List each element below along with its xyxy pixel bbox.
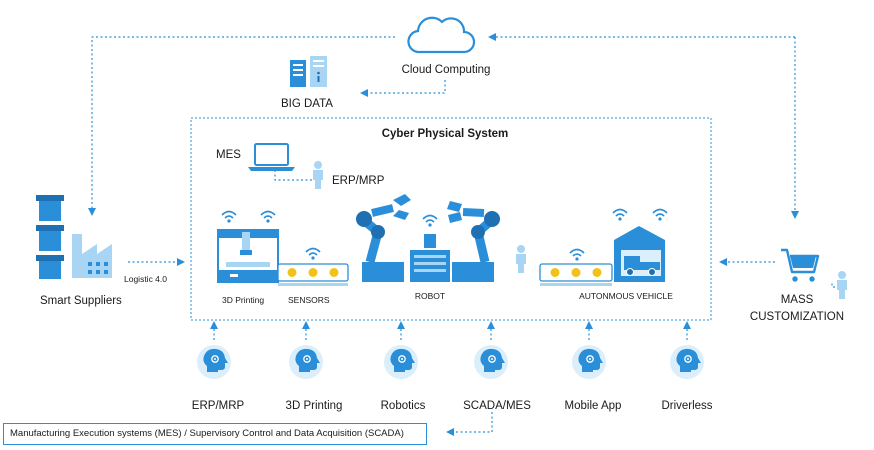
- logistic-label: Logistic 4.0: [124, 274, 167, 284]
- vehicle-label: AUTONMOUS VEHICLE: [579, 291, 673, 301]
- cps-boundary: [190, 117, 712, 321]
- tech-label-mobile: Mobile App: [565, 400, 622, 412]
- server-icon: [290, 56, 327, 87]
- garage-vehicle-icon: [614, 226, 665, 282]
- printer-3d-icon: [217, 229, 279, 283]
- cloud-label: Cloud Computing: [402, 64, 491, 76]
- printing-station-label: 3D Printing: [222, 295, 264, 305]
- big-data-label: BIG DATA: [281, 98, 333, 110]
- connectors: [88, 33, 835, 436]
- wifi-icon: [260, 210, 276, 224]
- wifi-icon: [305, 247, 321, 261]
- tech-label-erp: ERP/MRP: [192, 400, 245, 412]
- vehicle-conveyor: [539, 263, 613, 286]
- wifi-icon: [221, 210, 237, 224]
- shopping-cart-icon: [781, 248, 820, 282]
- sensor-conveyor: [277, 263, 349, 286]
- erp-person-icon: [313, 161, 323, 189]
- customization-label-line2: CUSTOMIZATION: [750, 311, 844, 323]
- cps-title: Cyber Physical System: [382, 128, 509, 140]
- tech-brain-icon: [571, 344, 607, 380]
- tech-brain-icon: [383, 344, 419, 380]
- erp-label: ERP/MRP: [332, 175, 385, 187]
- tech-brain-icon: [196, 344, 232, 380]
- wifi-icon: [652, 208, 668, 222]
- tech-label-robotics: Robotics: [381, 400, 426, 412]
- suppliers-label: Smart Suppliers: [40, 295, 122, 307]
- mes-label: MES: [216, 149, 241, 161]
- tech-brain-icon: [288, 344, 324, 380]
- tech-brain-icon: [669, 344, 705, 380]
- customization-label-line1: MASS: [781, 294, 814, 306]
- tech-brain-icon: [473, 344, 509, 380]
- tech-label-driverless: Driverless: [661, 400, 712, 412]
- tech-label-scada: SCADA/MES: [463, 400, 531, 412]
- operator-person-icon: [516, 245, 526, 273]
- wifi-icon: [612, 208, 628, 222]
- supplier-boxes-icon: [36, 195, 64, 279]
- tech-label-printing: 3D Printing: [286, 400, 343, 412]
- sensors-label: SENSORS: [288, 295, 330, 305]
- wifi-icon: [569, 248, 585, 262]
- wifi-icon: [422, 214, 438, 228]
- cloud-icon: [407, 16, 476, 54]
- laptop-icon: [248, 143, 295, 171]
- factory-icon: [72, 234, 112, 278]
- robot-arm-icon: [356, 194, 500, 282]
- customer-person-icon: [837, 271, 847, 299]
- caption-box: Manufacturing Execution systems (MES) / …: [3, 423, 427, 445]
- robot-label: ROBOT: [415, 291, 445, 301]
